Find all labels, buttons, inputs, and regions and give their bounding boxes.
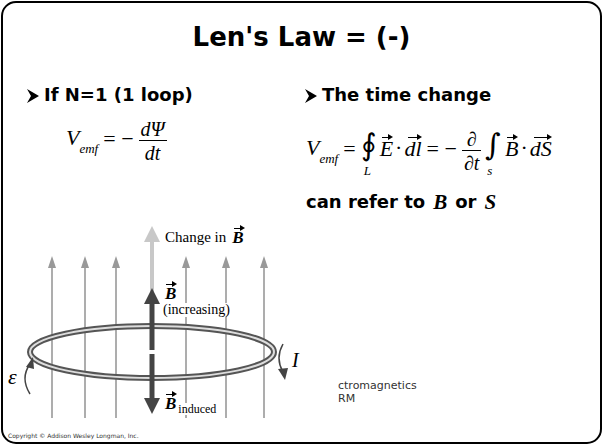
field-lines [48, 256, 268, 418]
current-label: I [292, 350, 299, 370]
equation-symbol: dΨ [141, 119, 165, 139]
note-text: can refer to [306, 193, 425, 211]
copyright-text: Copyright © Addison Wesley Longman, Inc. [8, 433, 139, 439]
slide-title: Len's Law = (-) [0, 24, 603, 50]
equation-symbol: = − [427, 138, 457, 160]
change-arrow [144, 226, 160, 292]
equation-subscript: L [364, 164, 371, 177]
note-text: or [455, 193, 476, 211]
integral-sign: ∮ [361, 130, 377, 160]
note-symbol: B [433, 192, 447, 213]
b-induced-arrow [144, 354, 160, 414]
equation-symbol: ∂t [464, 153, 479, 173]
emf-arrow [25, 357, 34, 394]
footer-text: ctromagnetics [338, 380, 417, 391]
fraction-bar [462, 150, 481, 151]
equation-symbol: = − [103, 128, 133, 150]
equation-symbol: V [306, 137, 319, 159]
figure-label: B [164, 284, 177, 302]
note-symbol: S [484, 192, 496, 213]
bullet-text: If N=1 (1 loop) [44, 86, 193, 104]
equation-symbol: dl [404, 137, 421, 160]
equation-symbol: E [380, 137, 393, 160]
current-arrow [278, 344, 288, 380]
bullet-mark [27, 89, 39, 103]
equation-subscript: emf [319, 152, 338, 165]
footer-text: RM [338, 393, 355, 404]
equation-subscript: s [487, 164, 492, 177]
emf-label: ε [8, 366, 17, 388]
equation-symbol: V [66, 127, 79, 149]
figure-label: (increasing) [162, 303, 231, 317]
bullet-mark [305, 89, 317, 103]
bullet-text: The time change [322, 86, 491, 104]
integral-sign: ∫ [485, 130, 501, 160]
equation-symbol: ∂ [467, 129, 477, 149]
figure-label: induced [177, 403, 217, 415]
equation-symbol: = [343, 138, 355, 160]
equation-symbol: dt [145, 143, 161, 163]
b-arrow [144, 288, 160, 350]
figure-label: Change in [164, 230, 227, 245]
equation-subscript: emf [79, 142, 98, 155]
equation-symbol: · [395, 137, 402, 159]
equation-symbol: dS [530, 137, 552, 160]
fraction-bar [139, 140, 167, 141]
figure-label: B [231, 228, 244, 246]
figure-label: B [164, 394, 177, 412]
equation-symbol: · [520, 137, 527, 159]
equation-symbol: B [505, 137, 518, 160]
